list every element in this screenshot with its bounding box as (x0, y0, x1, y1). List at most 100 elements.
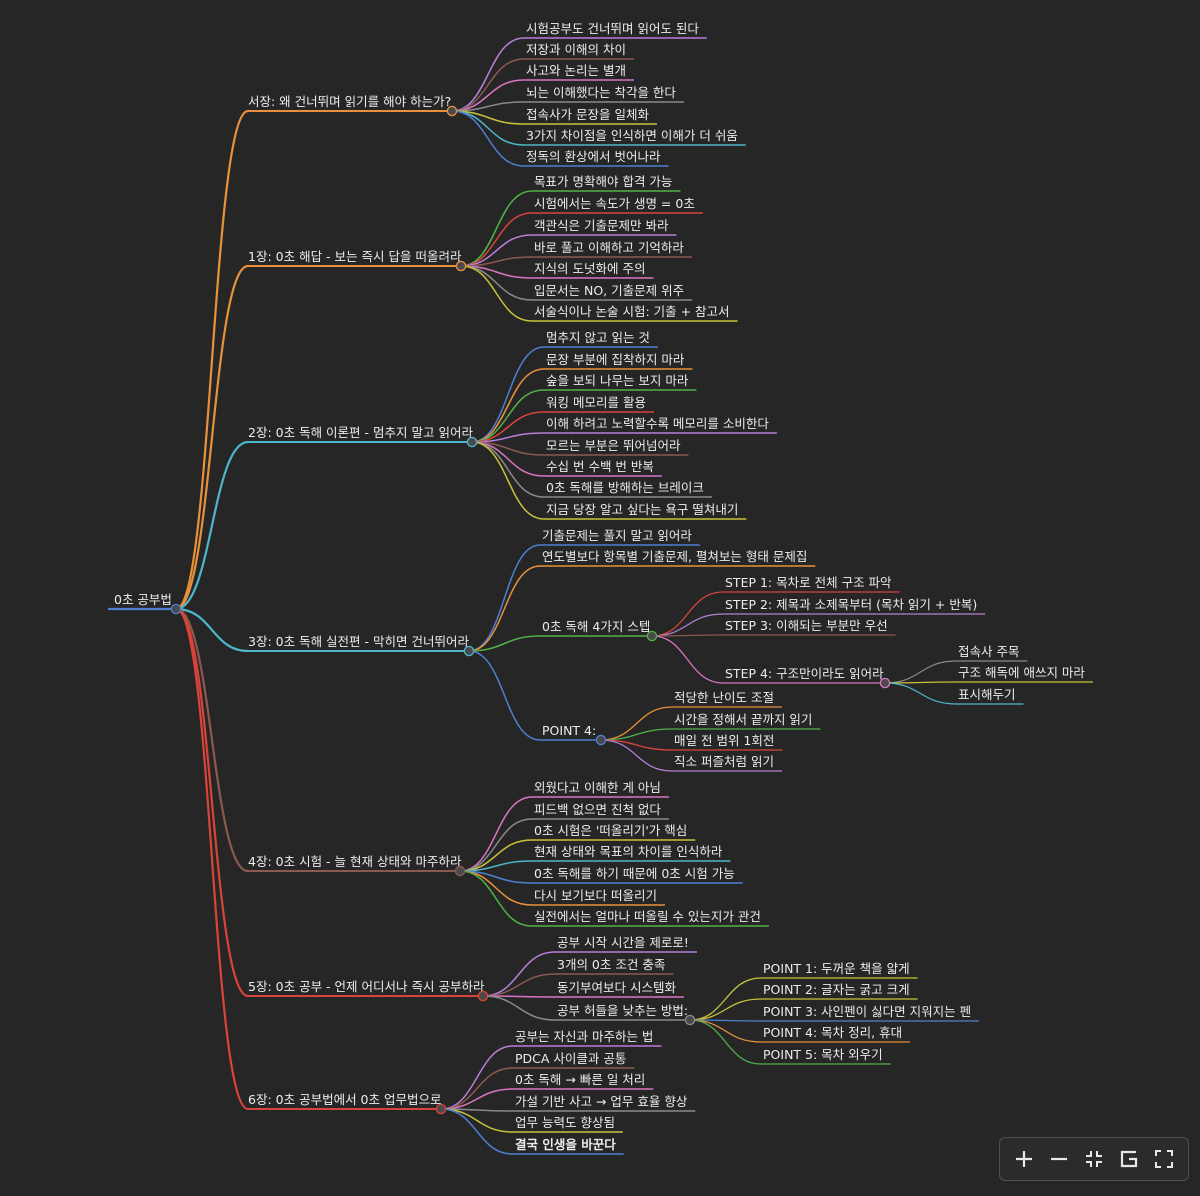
child-node-label[interactable]: 객관식은 기출문제만 봐라 (534, 218, 669, 233)
child-node-label[interactable]: 0초 시험은 '떠올리기'가 핵심 (534, 823, 687, 838)
grandchild-node-label[interactable]: 적당한 난이도 조절 (674, 690, 774, 705)
leaf-node-label[interactable]: 접속사 주목 (958, 644, 1019, 659)
zoom-toolbar (999, 1137, 1189, 1181)
child-node-label[interactable]: 수십 번 수백 번 반복 (546, 459, 654, 474)
collapse-toggle[interactable] (446, 105, 458, 117)
child-node-label[interactable]: 지식의 도넛화에 주의 (534, 261, 645, 276)
branch-node-label[interactable]: 2장: 0초 독해 이론편 - 멈추지 말고 읽어라 (248, 425, 473, 440)
child-link (471, 389, 545, 443)
branch-node-label[interactable]: 서장: 왜 건너뛰며 읽기를 해야 하는가? (248, 94, 451, 109)
leaf-node-label[interactable]: 구조 해독에 애쓰지 마라 (958, 665, 1085, 680)
collapse-toggle[interactable] (455, 260, 467, 272)
child-node-label[interactable]: 연도별보다 항목별 기출문제, 펼쳐보는 형태 문제집 (542, 549, 807, 564)
child-node-label[interactable]: 공부 시작 시간을 제로로! (557, 935, 689, 950)
branch-node-label[interactable]: 6장: 0초 공부법에서 0초 업무법으로 (248, 1092, 441, 1107)
collapse-toggle[interactable] (477, 990, 489, 1002)
child-link (471, 346, 545, 443)
fit-view-button[interactable] (1115, 1145, 1143, 1173)
grandchild-node-label[interactable]: POINT 4: 목차 정리, 휴대 (763, 1025, 902, 1040)
child-node-label[interactable]: 가설 기반 사고 → 업무 효율 향상 (515, 1094, 688, 1109)
child-node-label[interactable]: 시험에서는 속도가 생명 = 0초 (534, 196, 695, 211)
child-node-label[interactable]: 입문서는 NO, 기출문제 위주 (534, 283, 684, 298)
child-node-label[interactable]: 현재 상태와 목표의 차이를 인식하라 (534, 844, 723, 859)
child-node-label[interactable]: 공부는 자신과 마주하는 법 (515, 1029, 653, 1044)
branch-link (175, 607, 249, 653)
branch-node-label[interactable]: 3장: 0초 독해 실전편 - 막히면 건너뛰어라 (248, 634, 469, 649)
fit-view-icon (1121, 1150, 1138, 1168)
child-node-label[interactable]: 숲을 보되 나무는 보지 마라 (546, 373, 689, 388)
grandchild-node-label[interactable]: 시간을 정해서 끝까지 읽기 (674, 712, 812, 727)
collapse-toggle[interactable] (595, 734, 607, 746)
grandchild-node-label[interactable]: POINT 1: 두꺼운 책을 얇게 (763, 961, 910, 976)
child-node-label[interactable]: 서술식이나 논술 시험: 기출 + 참고서 (534, 304, 730, 319)
child-node-label[interactable]: 0초 독해를 방해하는 브레이크 (546, 480, 704, 495)
child-node-label[interactable]: 사고와 논리는 별개 (526, 63, 626, 78)
child-node-label[interactable]: 문장 부분에 집착하지 마라 (546, 352, 685, 367)
child-node-label[interactable]: 실전에서는 얼마나 떠올릴 수 있는지가 관건 (534, 909, 761, 924)
fullscreen-button[interactable] (1150, 1145, 1178, 1173)
child-link (471, 368, 545, 443)
collapse-toggle[interactable] (463, 645, 475, 657)
child-node-label[interactable]: 목표가 명확해야 합격 가능 (534, 174, 672, 189)
child-link (468, 565, 541, 652)
branch-node-label[interactable]: 4장: 0초 시험 - 늘 현재 상태와 마주하라 (248, 854, 462, 869)
plus-icon (1015, 1151, 1032, 1167)
child-node-label[interactable]: 3개의 0초 조건 충족 (557, 957, 665, 972)
grandchild-node-label[interactable]: STEP 1: 목차로 전체 구조 파악 (725, 575, 892, 590)
grandchild-node-label[interactable]: STEP 4: 구조만이라도 읽어라 (725, 666, 884, 681)
child-node-label[interactable]: 결국 인생을 바꾼다 (515, 1137, 616, 1152)
leaf-node-label[interactable]: 표시해두기 (958, 687, 1016, 702)
child-node-label[interactable]: 모르는 부분은 뛰어넘어라 (546, 438, 681, 453)
child-node-label[interactable]: 시험공부도 건너뛰며 읽어도 된다 (526, 21, 699, 36)
collapse-toggle[interactable] (170, 603, 182, 615)
collapse-icon (1085, 1151, 1102, 1167)
child-node-label[interactable]: 정독의 환상에서 벗어나라 (526, 149, 661, 164)
child-node-label[interactable]: 0초 독해를 하기 때문에 0초 시험 가능 (534, 866, 735, 881)
grandchild-node-label[interactable]: 매일 전 범위 1회전 (674, 733, 774, 748)
child-node-label[interactable]: 외웠다고 이해한 게 아님 (534, 780, 661, 795)
grandchild-node-label[interactable]: 직소 퍼즐처럼 읽기 (674, 754, 774, 769)
collapse-toggle[interactable] (684, 1014, 696, 1026)
child-node-label[interactable]: 업무 능력도 향상됨 (515, 1115, 615, 1130)
child-link (451, 37, 525, 112)
child-node-label[interactable]: 뇌는 이해했다는 착각을 한다 (526, 85, 676, 100)
child-node-label[interactable]: 피드백 없으면 진척 없다 (534, 802, 661, 817)
child-node-label[interactable]: 0초 독해 → 빠른 일 처리 (515, 1072, 645, 1087)
child-node-label[interactable]: 다시 보기보다 떠올리기 (534, 888, 657, 903)
zoom-in-button[interactable] (1010, 1145, 1038, 1173)
child-node-label[interactable]: 3가지 차이점을 인식하면 이해가 더 쉬움 (526, 128, 738, 143)
child-link (451, 110, 525, 146)
child-node-label[interactable]: 0초 독해 4가지 스텝 (542, 619, 650, 634)
child-node-label[interactable]: 바로 풀고 이해하고 기억하라 (534, 240, 684, 255)
branch-node-label[interactable]: 1장: 0초 해답 - 보는 즉시 답을 떠올려라 (248, 249, 462, 264)
grandchild-node-label[interactable]: POINT 2: 글자는 굵고 크게 (763, 982, 910, 997)
child-node-label[interactable]: 워킹 메모리를 활용 (546, 395, 646, 410)
child-link (459, 796, 533, 872)
grandchild-node-label[interactable]: STEP 2: 제목과 소제목부터 (목차 읽기 + 반복) (725, 597, 977, 612)
collapse-toggle[interactable] (646, 630, 658, 642)
collapse-toggle[interactable] (435, 1103, 447, 1115)
child-node-label[interactable]: PDCA 사이클과 공통 (515, 1051, 626, 1066)
root-node-label[interactable]: 0초 공부법 (114, 592, 172, 607)
collapse-toggle[interactable] (879, 677, 891, 689)
grandchild-node-label[interactable]: POINT 3: 사인펜이 싫다면 지워지는 펜 (763, 1004, 971, 1019)
child-node-label[interactable]: POINT 4: (542, 723, 596, 738)
child-node-label[interactable]: 이해 하려고 노력할수록 메모리를 소비한다 (546, 416, 769, 431)
grandchild-node-label[interactable]: POINT 5: 목차 외우기 (763, 1047, 883, 1062)
zoom-out-button[interactable] (1045, 1145, 1073, 1173)
branch-node-label[interactable]: 5장: 0초 공부 - 언제 어디서나 즉시 공부하라 (248, 979, 485, 994)
branch-link (175, 440, 249, 611)
child-node-label[interactable]: 멈추지 않고 읽는 것 (546, 330, 650, 345)
child-node-label[interactable]: 공부 허들을 낮추는 방법: (557, 1003, 688, 1018)
child-node-label[interactable]: 지금 당장 알고 싶다는 욕구 떨쳐내기 (546, 502, 738, 517)
child-node-label[interactable]: 기출문제는 풀지 말고 읽어라 (542, 528, 692, 543)
child-node-label[interactable]: 저장과 이해의 차이 (526, 42, 626, 57)
collapse-toggle[interactable] (466, 436, 478, 448)
child-node-label[interactable]: 접속사가 문장을 일체화 (526, 107, 649, 122)
grandchild-node-label[interactable]: STEP 3: 이해되는 부분만 우선 (725, 618, 888, 633)
child-node-label[interactable]: 동기부여보다 시스템화 (557, 980, 676, 995)
collapse-button[interactable] (1080, 1145, 1108, 1173)
collapse-toggle[interactable] (454, 865, 466, 877)
